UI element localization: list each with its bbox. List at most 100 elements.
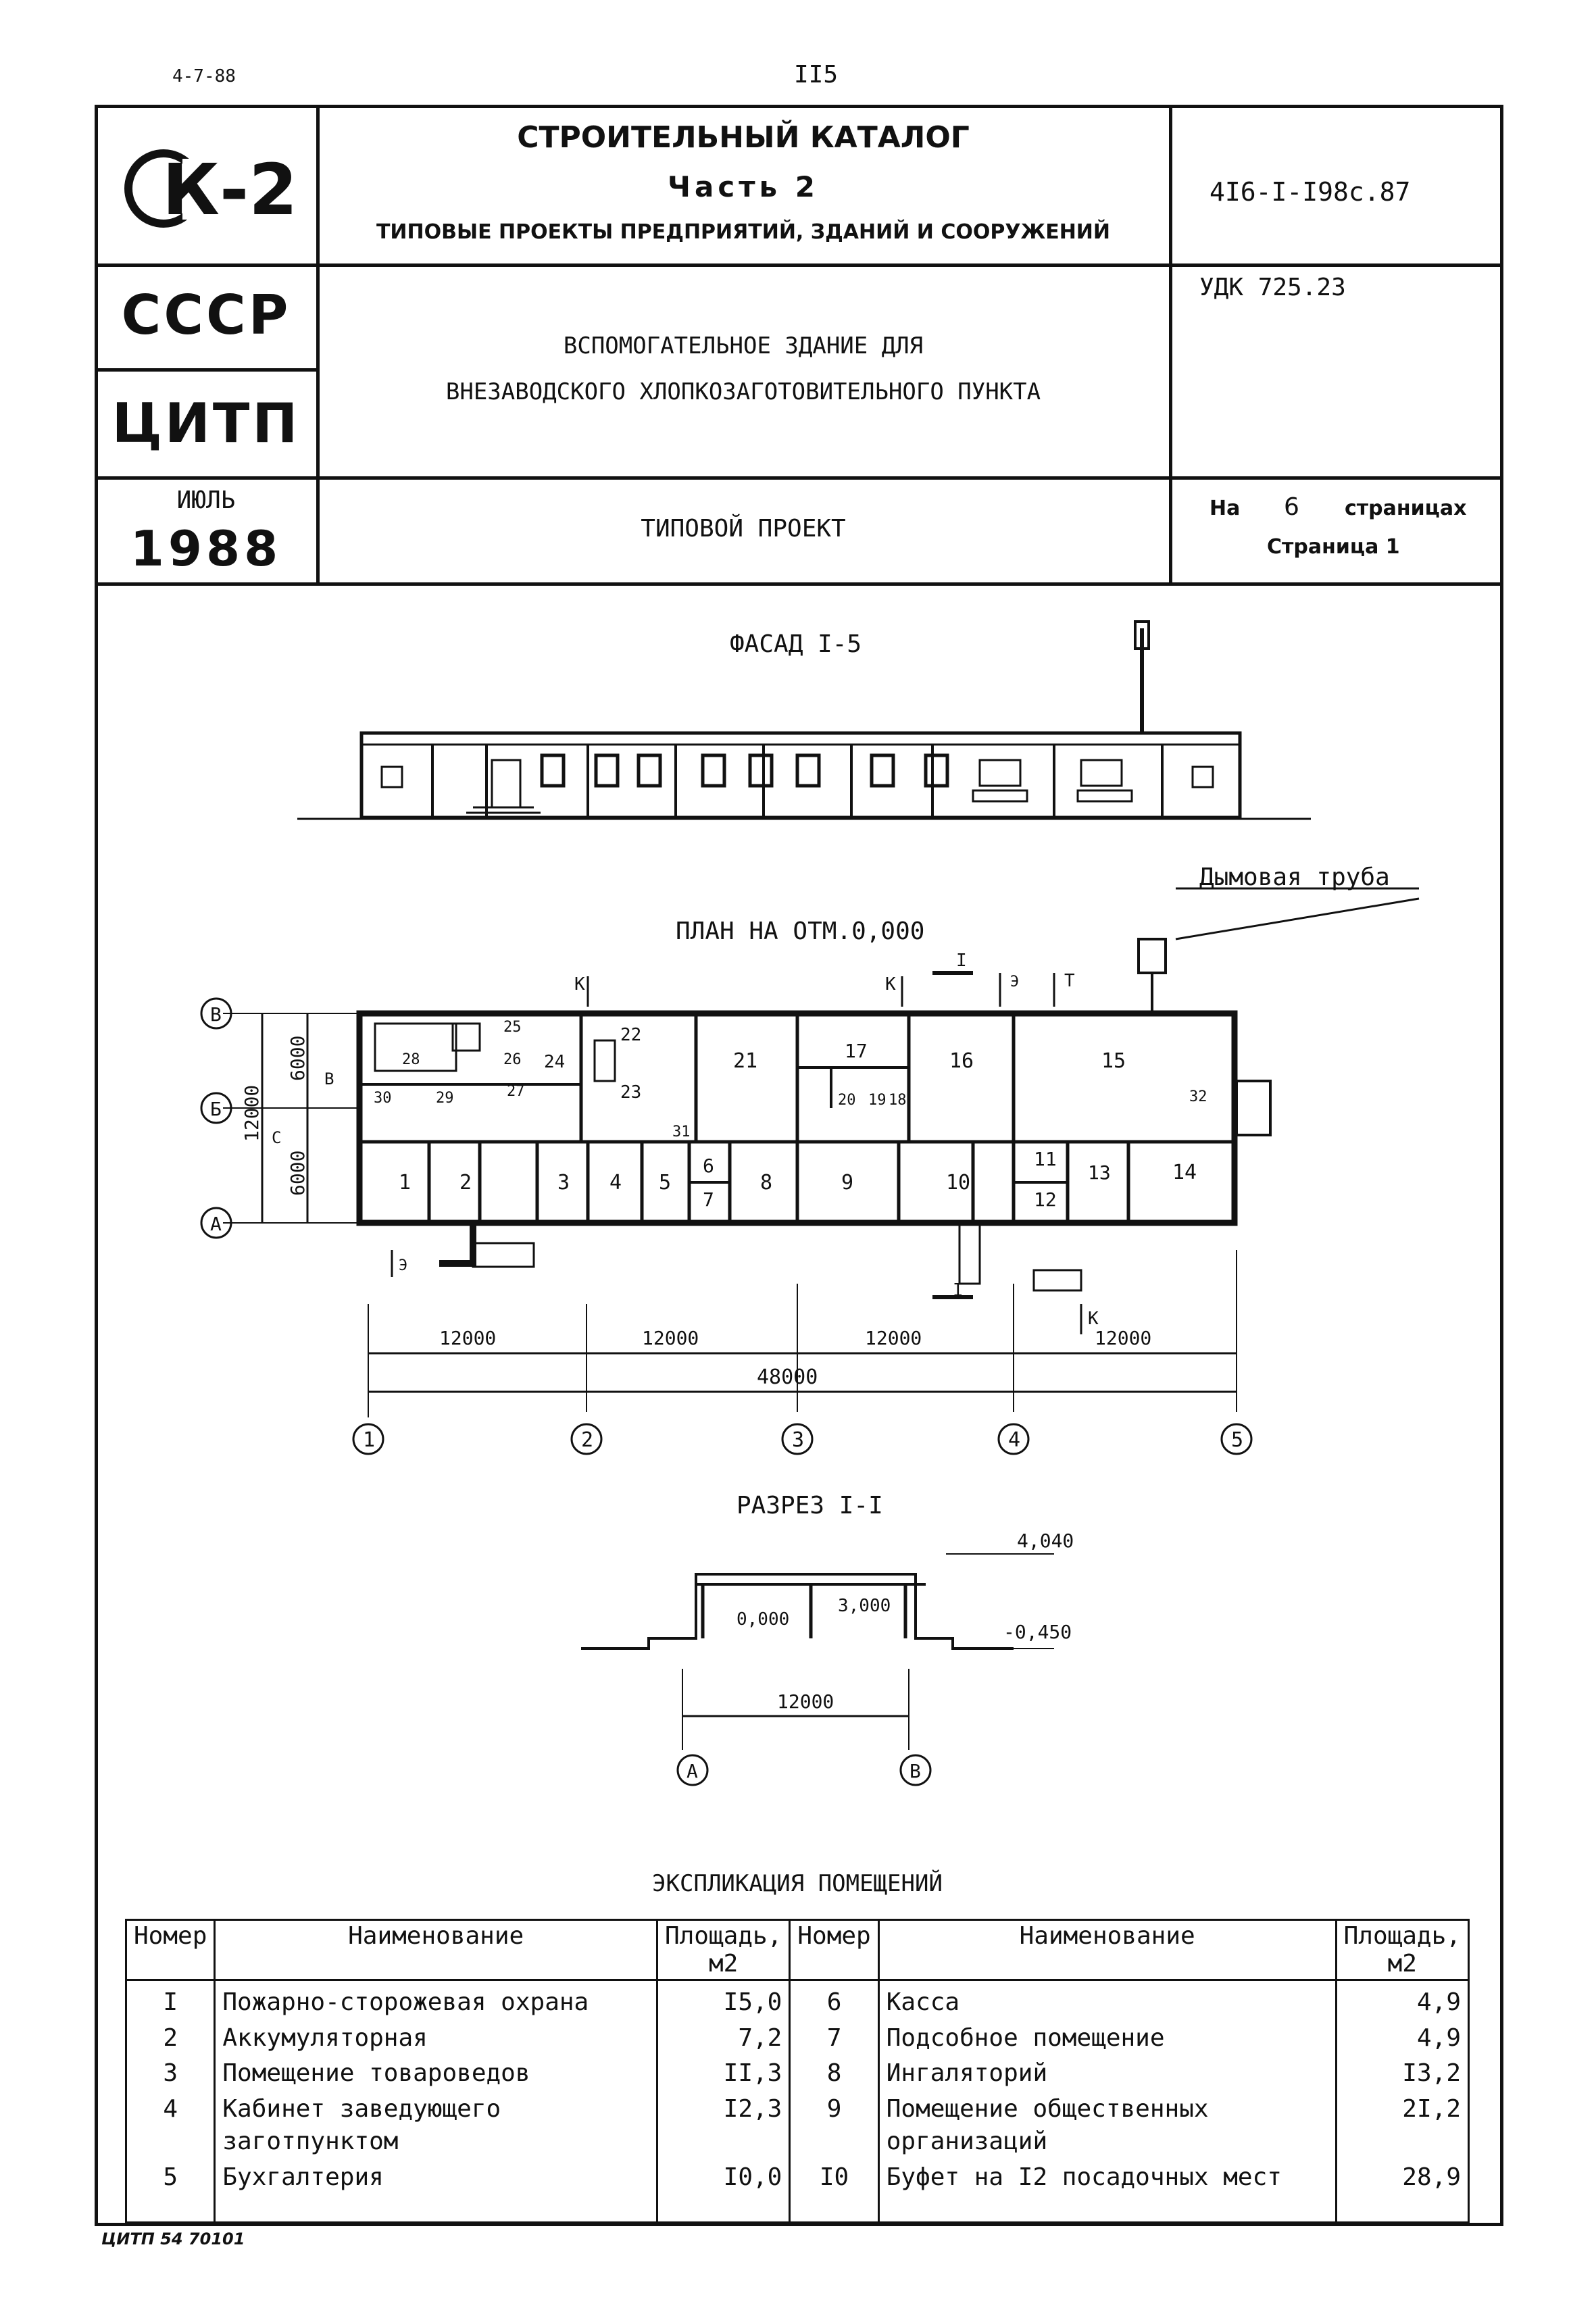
room-area: 7,2 <box>655 2020 791 2057</box>
room-area: 28,9 <box>1335 2159 1470 2223</box>
table-row: 4 Кабинет заведующего заготпунктом I2,3 … <box>124 2091 1470 2160</box>
room-name: Помещение товароведов <box>214 2056 658 2092</box>
room-1: 1 <box>399 1171 411 1194</box>
room-17: 17 <box>845 1040 868 1062</box>
room-29: 29 <box>436 1090 454 1107</box>
room-name: Пожарно-сторожевая охрана <box>214 1980 658 2021</box>
room-number: 4 <box>124 2091 216 2160</box>
room-area: 4,9 <box>1335 1980 1470 2021</box>
chimney-label: Дымовая труба <box>1199 863 1390 891</box>
room-name: Касса <box>877 1980 1337 2021</box>
room-32: 32 <box>1189 1088 1207 1105</box>
room-area: II,3 <box>655 2056 791 2092</box>
room-21: 21 <box>733 1049 757 1073</box>
explication-title: ЭКСПЛИКАЦИЯ ПОМЕЩЕНИЙ <box>652 1870 943 1897</box>
floor-plan <box>200 887 1420 1455</box>
logo-text: К-2 <box>162 149 298 231</box>
room-name: Ингаляторий <box>877 2056 1337 2092</box>
axis-V: В <box>210 1003 222 1026</box>
room-name: Подсобное помещение <box>877 2020 1337 2057</box>
left-column-divider <box>316 105 320 584</box>
room-number: 7 <box>789 2020 880 2057</box>
dim-total-height: 12000 <box>241 1085 263 1142</box>
room-20: 20 <box>838 1092 856 1109</box>
udk-label: УДК 725.23 <box>1199 274 1346 301</box>
axis-4: 4 <box>1008 1428 1020 1452</box>
arrow-label-c: С <box>272 1128 281 1147</box>
room-number: 2 <box>124 2020 216 2057</box>
axis-B: Б <box>210 1098 222 1120</box>
project-title-line2: ВНЕЗАВОДСКОГО ХЛОПКОЗАГОТОВИТЕЛЬНОГО ПУН… <box>445 378 1041 405</box>
country-label: СССР <box>121 284 291 347</box>
org-label: ЦИТП <box>111 392 301 455</box>
cut-mark-bottom: I <box>953 1280 964 1301</box>
arrow-label-e: Э <box>1010 974 1019 990</box>
room-2: 2 <box>459 1171 472 1194</box>
room-3: 3 <box>557 1171 570 1194</box>
pages-prefix: На <box>1210 497 1241 520</box>
room-10: 10 <box>946 1171 970 1194</box>
dim-span-2: 12000 <box>642 1327 699 1349</box>
room-15: 15 <box>1101 1049 1126 1073</box>
axis-3: 3 <box>792 1428 804 1452</box>
room-8: 8 <box>760 1171 772 1194</box>
facade-drawing <box>297 620 1311 820</box>
room-30: 30 <box>374 1090 392 1107</box>
cut-mark-top: I <box>956 951 967 971</box>
facade-title: ФАСАД I-5 <box>730 630 862 658</box>
dim-span-3: 12000 <box>865 1327 922 1349</box>
room-name: Аккумуляторная <box>214 2020 658 2057</box>
room-5: 5 <box>659 1171 671 1194</box>
dim-total: 48000 <box>757 1365 818 1389</box>
room-26: 26 <box>503 1051 522 1068</box>
dim-span-1: 12000 <box>439 1327 496 1349</box>
header-name-right: Наименование <box>877 1919 1337 1981</box>
room-12: 12 <box>1034 1188 1057 1211</box>
catalog-title: СТРОИТЕЛЬНЫЙ КАТАЛОГ <box>517 120 970 155</box>
axis-2: 2 <box>581 1428 593 1452</box>
room-name: Буфет на I2 посадочных мест <box>877 2159 1337 2223</box>
catalog-part-subtitle: ТИПОВЫЕ ПРОЕКТЫ ПРЕДПРИЯТИЙ, ЗДАНИЙ И СО… <box>376 220 1111 244</box>
explication-header-row: Номер Наименование Площадь, м2 Номер Наи… <box>124 1919 1470 1981</box>
axis-5: 5 <box>1231 1428 1243 1452</box>
room-area: I3,2 <box>1335 2056 1470 2092</box>
arrow-label-t: Т <box>1064 971 1075 991</box>
table-row: 5 Бухгалтерия I0,0 I0 Буфет на I2 посадо… <box>124 2159 1470 2223</box>
room-24: 24 <box>544 1052 565 1072</box>
pages-count: 6 <box>1284 493 1299 521</box>
room-name: Бухгалтерия <box>214 2159 658 2223</box>
section-span: 12000 <box>777 1690 834 1713</box>
header-number-left: Номер <box>124 1919 216 1981</box>
dim-bay-height-lower: 6000 <box>286 1151 309 1196</box>
room-28: 28 <box>402 1051 420 1068</box>
room-18: 18 <box>889 1092 907 1109</box>
table-row: 3 Помещение товароведов II,3 8 Ингалятор… <box>124 2056 1470 2092</box>
month-label: ИЮЛЬ <box>176 486 236 514</box>
room-9: 9 <box>841 1171 853 1194</box>
room-7: 7 <box>703 1188 714 1211</box>
section-drawing <box>581 1553 1054 1786</box>
room-name: Кабинет заведующего заготпунктом <box>214 2091 658 2160</box>
mark-ceiling: 3,000 <box>838 1596 891 1616</box>
room-4: 4 <box>609 1171 622 1194</box>
mark-floor: 0,000 <box>737 1609 789 1630</box>
room-number: 3 <box>124 2056 216 2092</box>
catalog-logo: К-2 <box>122 145 298 233</box>
dim-bay-height-upper: 6000 <box>286 1036 309 1081</box>
header-divider-3 <box>95 582 1503 586</box>
pages-suffix: страницах <box>1345 497 1467 520</box>
project-title-line1: ВСПОМОГАТЕЛЬНОЕ ЗДАНИЕ ДЛЯ <box>563 332 924 359</box>
room-number: 5 <box>124 2159 216 2223</box>
project-code: 4I6-I-I98c.87 <box>1210 177 1411 207</box>
room-number: 9 <box>789 2091 880 2160</box>
arrow-label-b: В <box>324 1070 334 1088</box>
room-31: 31 <box>672 1124 691 1140</box>
header-name-left: Наименование <box>214 1919 658 1981</box>
axis-A: А <box>210 1213 222 1235</box>
room-area: 4,9 <box>1335 2020 1470 2057</box>
room-27: 27 <box>507 1083 525 1100</box>
header-area-right: Площадь, м2 <box>1335 1919 1470 1981</box>
section-title: РАЗРЕЗ I-I <box>737 1492 883 1519</box>
room-25: 25 <box>503 1019 522 1036</box>
header-divider-2 <box>95 476 1503 480</box>
